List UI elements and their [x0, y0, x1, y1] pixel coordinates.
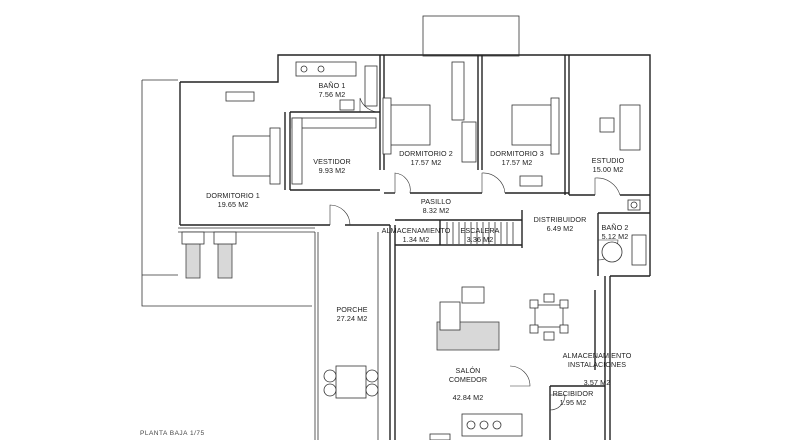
porch-table	[323, 365, 379, 399]
bed-1	[225, 91, 281, 185]
room-name: SALÓN COMEDOR	[448, 366, 488, 384]
room-label-escalera: ESCALERA 3.36 M2	[460, 226, 499, 244]
bed-3	[461, 97, 560, 187]
room-label-estudio: ESTUDIO 15.00 M2	[592, 156, 625, 174]
room-area: 17.57 M2	[410, 158, 442, 167]
room-label-almacenamiento-instalaciones: ALMACENAMIENTO INSTALACIONES 3.57 M2	[563, 342, 632, 396]
room-name: PORCHE	[336, 305, 368, 314]
room-label-recibidor: RECIBIDOR 1.95 M2	[553, 389, 594, 407]
bath-2-fixtures	[601, 199, 647, 266]
room-area: 1.34 M2	[402, 235, 430, 244]
room-name: ESCALERA	[460, 226, 500, 235]
room-label-vestidor: VESTIDOR 9.93 M2	[313, 157, 351, 175]
room-area: 8.32 M2	[422, 206, 450, 215]
room-name: DORMITORIO 3	[490, 149, 544, 158]
room-area: 15.00 M2	[592, 165, 624, 174]
room-area: 42.84 M2	[452, 393, 484, 402]
room-name: PASILLO	[420, 197, 452, 206]
room-label-salon-comedor: SALÓN COMEDOR 42.84 M2	[449, 357, 487, 411]
wardrobe	[291, 117, 377, 185]
room-area: 5.12 M2	[601, 232, 629, 241]
room-name: DORMITORIO 1	[206, 191, 260, 200]
room-area: 1.95 M2	[559, 398, 587, 407]
room-label-distribuidor: DISTRIBUIDOR 6.49 M2	[534, 215, 587, 233]
room-area: 7.56 M2	[318, 90, 346, 99]
porch-outline	[314, 232, 379, 440]
room-label-bano-1: BAÑO 1 7.56 M2	[319, 81, 346, 99]
room-name: ALMACENAMIENTO	[381, 226, 451, 235]
room-area: 9.93 M2	[318, 166, 346, 175]
room-label-bano-2: BAÑO 2 5.12 M2	[602, 223, 629, 241]
room-area: 6.49 M2	[546, 224, 574, 233]
bath-1-fixtures	[295, 61, 378, 111]
room-name: DORMITORIO 2	[399, 149, 453, 158]
room-area: 27.24 M2	[336, 314, 368, 323]
sun-loungers	[181, 231, 237, 279]
sofa	[436, 286, 500, 351]
room-area: 19.65 M2	[217, 200, 249, 209]
exterior-walls	[179, 54, 651, 440]
room-name: RECIBIDOR	[552, 389, 594, 398]
room-label-dormitorio-3: DORMITORIO 3 17.57 M2	[490, 149, 544, 167]
room-name: DISTRIBUIDOR	[533, 215, 587, 224]
top-volume	[422, 15, 520, 57]
room-label-pasillo: PASILLO 8.32 M2	[421, 197, 451, 215]
desk	[599, 104, 641, 151]
room-name: ALMACENAMIENTO INSTALACIONES	[562, 351, 632, 369]
room-area: 3.57 M2	[583, 378, 611, 387]
kitchen-counter	[429, 413, 523, 440]
interior-walls	[284, 55, 650, 440]
room-label-almacenamiento: ALMACENAMIENTO 1.34 M2	[382, 226, 451, 244]
room-name: BAÑO 1	[318, 81, 346, 90]
room-name: BAÑO 2	[601, 223, 629, 232]
bed-2	[382, 61, 465, 155]
doors	[329, 97, 621, 411]
room-area: 3.36 M2	[466, 235, 494, 244]
plan-title: PLANTA BAJA 1/75	[140, 430, 205, 437]
room-name: VESTIDOR	[313, 157, 351, 166]
room-label-dormitorio-1: DORMITORIO 1 19.65 M2	[206, 191, 260, 209]
room-area: 17.57 M2	[501, 158, 533, 167]
room-label-dormitorio-2: DORMITORIO 2 17.57 M2	[399, 149, 453, 167]
dining-set	[529, 293, 569, 341]
room-name: ESTUDIO	[591, 156, 625, 165]
room-label-porche: PORCHE 27.24 M2	[336, 305, 367, 323]
stairs	[446, 222, 514, 244]
